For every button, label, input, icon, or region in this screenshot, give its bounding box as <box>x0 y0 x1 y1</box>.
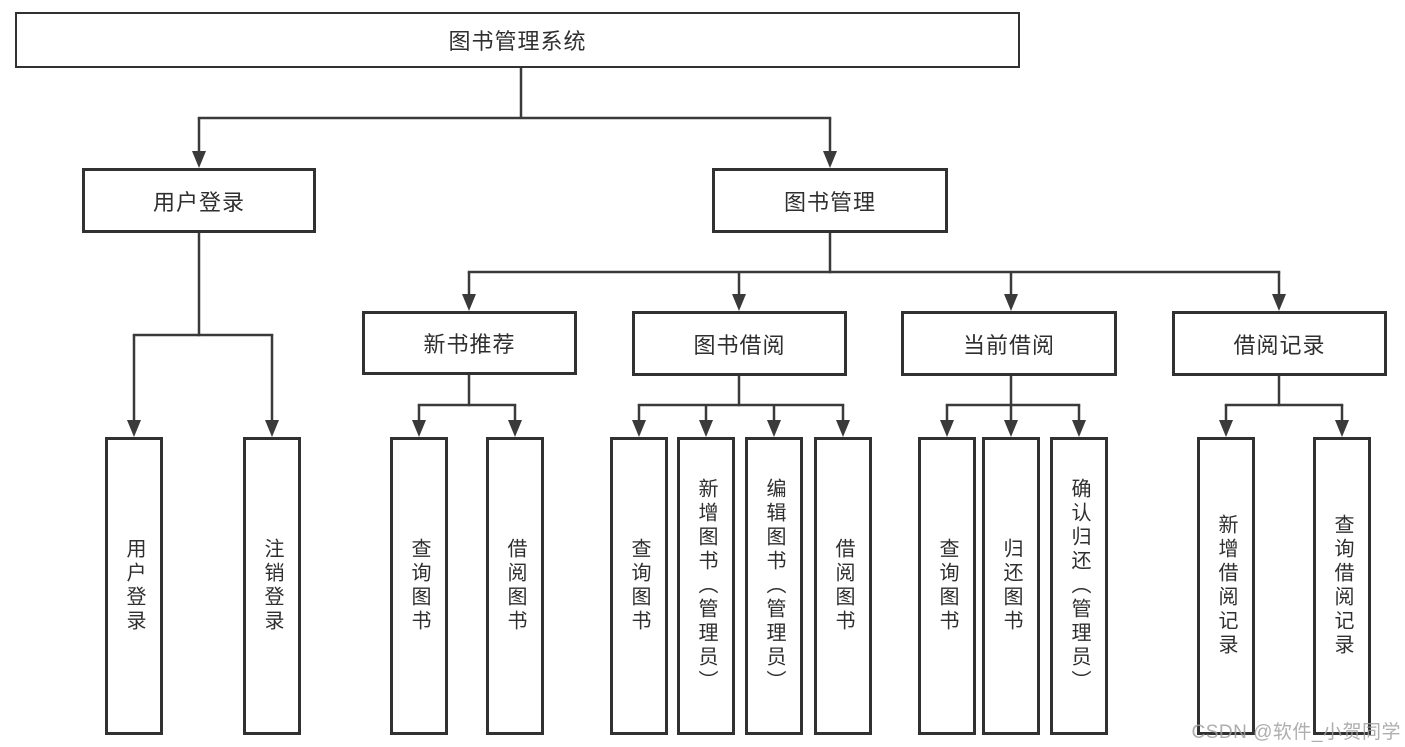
leaf-recommend-query-books: 查询图书 <box>390 437 448 735</box>
node-root-system: 图书管理系统 <box>15 12 1020 68</box>
node-book-borrow-label: 图书借阅 <box>693 332 786 358</box>
leaf-records-add-record-label: 新增借阅记录 <box>1215 514 1237 658</box>
leaf-logout: 注销登录 <box>243 437 301 735</box>
node-book-borrow: 图书借阅 <box>632 311 847 376</box>
node-current-borrow: 当前借阅 <box>901 311 1117 376</box>
leaf-current-confirm-return-admin: 确认归还（管理员） <box>1050 437 1108 735</box>
leaf-recommend-query-books-label: 查询图书 <box>408 538 430 634</box>
leaf-current-confirm-return-admin-label: 确认归还（管理员） <box>1068 478 1090 694</box>
node-current-borrow-label: 当前借阅 <box>962 332 1055 358</box>
leaf-borrow-add-books-admin-label: 新增图书（管理员） <box>695 478 717 694</box>
leaf-borrow-query-books: 查询图书 <box>610 437 668 735</box>
leaf-user-login-label: 用户登录 <box>123 538 145 634</box>
node-book-management-label: 图书管理 <box>783 189 876 215</box>
csdn-watermark: CSDN @软件_小贺同学 <box>1191 722 1401 743</box>
node-user-login: 用户登录 <box>82 168 316 233</box>
leaf-current-return-books-label: 归还图书 <box>1000 538 1022 634</box>
leaf-logout-label: 注销登录 <box>261 538 283 634</box>
node-borrow-records: 借阅记录 <box>1172 311 1387 376</box>
leaf-records-query-record: 查询借阅记录 <box>1313 437 1371 735</box>
node-book-management: 图书管理 <box>712 168 948 233</box>
node-root-label: 图书管理系统 <box>448 29 587 54</box>
arrowheads <box>127 151 1349 437</box>
leaf-borrow-edit-books-admin: 编辑图书（管理员） <box>745 437 803 735</box>
leaf-current-query-books-label: 查询图书 <box>936 538 958 634</box>
leaf-borrow-borrow-books: 借阅图书 <box>814 437 872 735</box>
leaf-borrow-query-books-label: 查询图书 <box>628 538 650 634</box>
leaf-recommend-borrow-books: 借阅图书 <box>486 437 544 735</box>
node-new-book-recommend-label: 新书推荐 <box>423 332 516 357</box>
node-user-login-label: 用户登录 <box>152 189 245 215</box>
leaf-borrow-borrow-books-label: 借阅图书 <box>832 538 854 634</box>
node-new-book-recommend: 新书推荐 <box>362 311 577 375</box>
leaf-borrow-add-books-admin: 新增图书（管理员） <box>677 437 735 735</box>
leaf-records-add-record: 新增借阅记录 <box>1197 437 1255 735</box>
leaf-borrow-edit-books-admin-label: 编辑图书（管理员） <box>763 478 785 694</box>
leaf-records-query-record-label: 查询借阅记录 <box>1331 514 1353 658</box>
leaf-current-return-books: 归还图书 <box>982 437 1040 735</box>
leaf-current-query-books: 查询图书 <box>918 437 976 735</box>
leaf-user-login: 用户登录 <box>105 437 163 735</box>
node-borrow-records-label: 借阅记录 <box>1233 332 1326 358</box>
leaf-recommend-borrow-books-label: 借阅图书 <box>504 538 526 634</box>
